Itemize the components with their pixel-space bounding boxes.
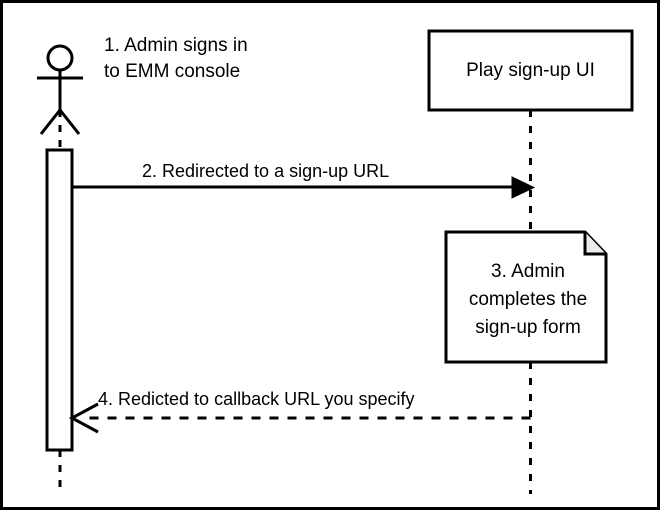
note-3-body (444, 230, 608, 364)
message-4-arrow (68, 402, 531, 434)
participant-box-label: Play sign-up UI (466, 60, 595, 81)
message-4-label: 4. Redicted to callback URL you specify (98, 389, 415, 409)
note-3 (444, 230, 608, 364)
message-2-label: 2. Redirected to a sign-up URL (142, 161, 389, 181)
participant-box (427, 29, 634, 112)
note-3-line-1: 3. Admin (491, 261, 565, 282)
admin-actor (37, 44, 83, 135)
actor-activation-bar (45, 148, 74, 452)
actor-leg-right (58, 109, 81, 135)
actor-caption-line-2: to EMM console (104, 61, 240, 82)
message-2-arrowhead-icon (511, 176, 536, 199)
note-3-folded-corner-icon (583, 232, 606, 256)
message-4-arrowhead-icon (68, 402, 99, 434)
note-3-line-2: completes the (469, 289, 587, 310)
actor-caption-line-1: 1. Admin signs in (104, 35, 248, 56)
message-2-arrow (72, 176, 536, 199)
note-3-line-3: sign-up form (475, 317, 581, 338)
actor-leg-left (39, 109, 62, 135)
actor-head-icon (46, 44, 74, 72)
